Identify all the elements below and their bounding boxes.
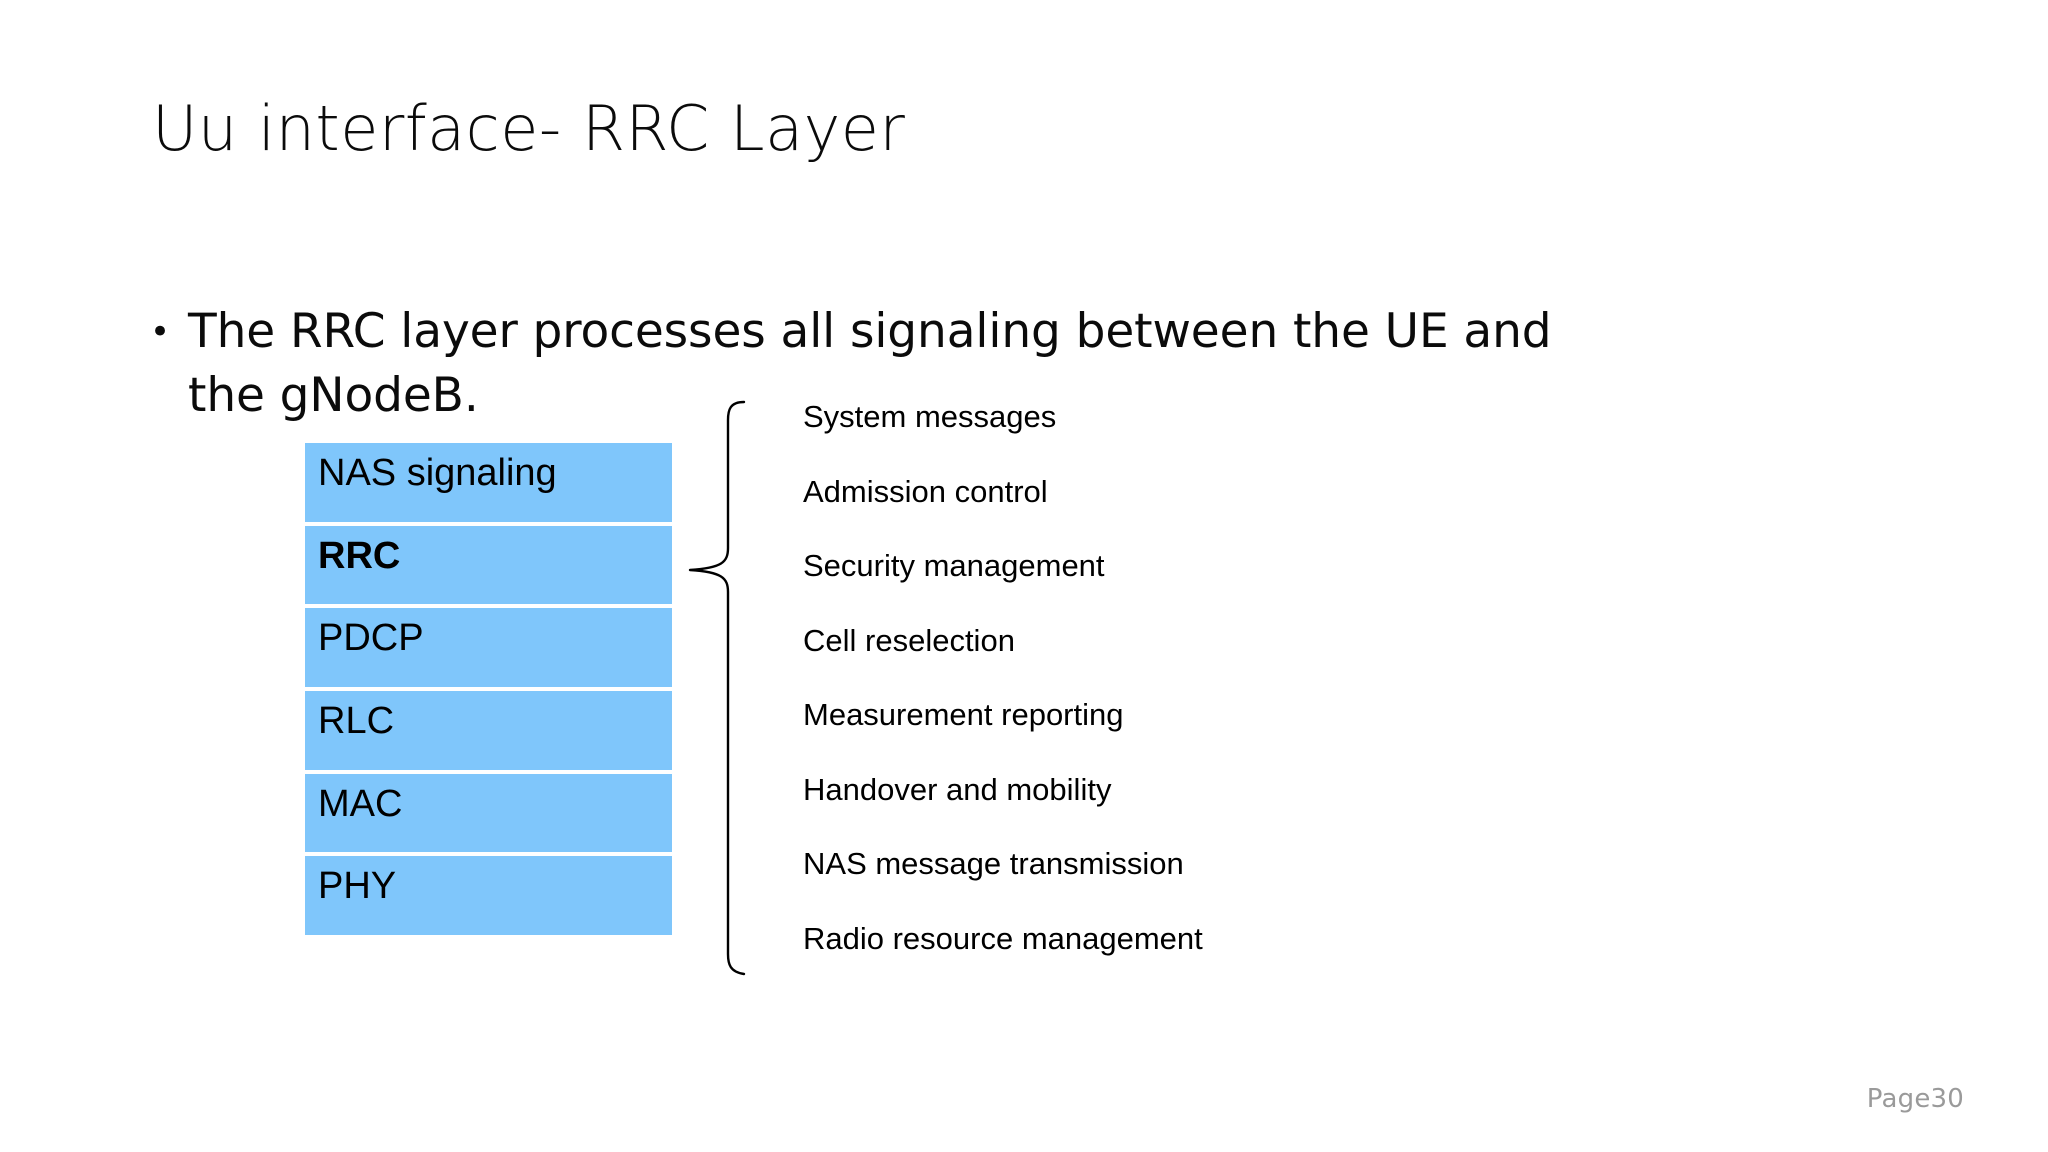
bullet-marker-icon: • [150,312,171,352]
stack-layer-rrc: RRC [305,525,672,605]
stack-layer-nas-signaling: NAS signaling [305,443,672,522]
protocol-stack-diagram: NAS signaling RRC PDCP RLC MAC PHY [305,443,672,936]
bullet-paragraph: • The RRC layer processes all signaling … [148,300,1628,428]
function-list-item: Cell reselection [803,622,1015,658]
rrc-function-list: System messages Admission control Securi… [803,400,1623,996]
stack-layer-mac: MAC [305,773,672,853]
function-list-item: Admission control [803,473,1048,509]
stack-layer-label: RLC [318,700,395,743]
stack-layer-label: NAS signaling [318,452,557,494]
page-title: Uu interface- RRC Layer [152,92,906,165]
stack-layer-phy: PHY [305,856,672,936]
stack-layer-label: RRC [318,534,401,577]
stack-layer-pdcp: PDCP [305,608,672,688]
bullet-text: The RRC layer processes all signaling be… [188,304,1552,423]
function-list-item: System messages [803,399,1057,434]
function-list-item: NAS message transmission [803,846,1184,881]
function-list-item: Handover and mobility [803,771,1112,807]
page-number: Page30 [1866,1084,1964,1114]
stack-layer-label: PDCP [318,617,424,660]
function-list-item: Measurement reporting [803,697,1124,732]
stack-layer-label: PHY [318,865,397,908]
bullet-list-item: • The RRC layer processes all signaling … [148,300,1628,428]
function-list-item: Security management [803,548,1105,583]
function-list-item: Radio resource management [803,920,1203,956]
curly-brace-icon [682,398,752,978]
stack-layer-rlc: RLC [305,691,672,770]
stack-layer-label: MAC [318,782,403,825]
